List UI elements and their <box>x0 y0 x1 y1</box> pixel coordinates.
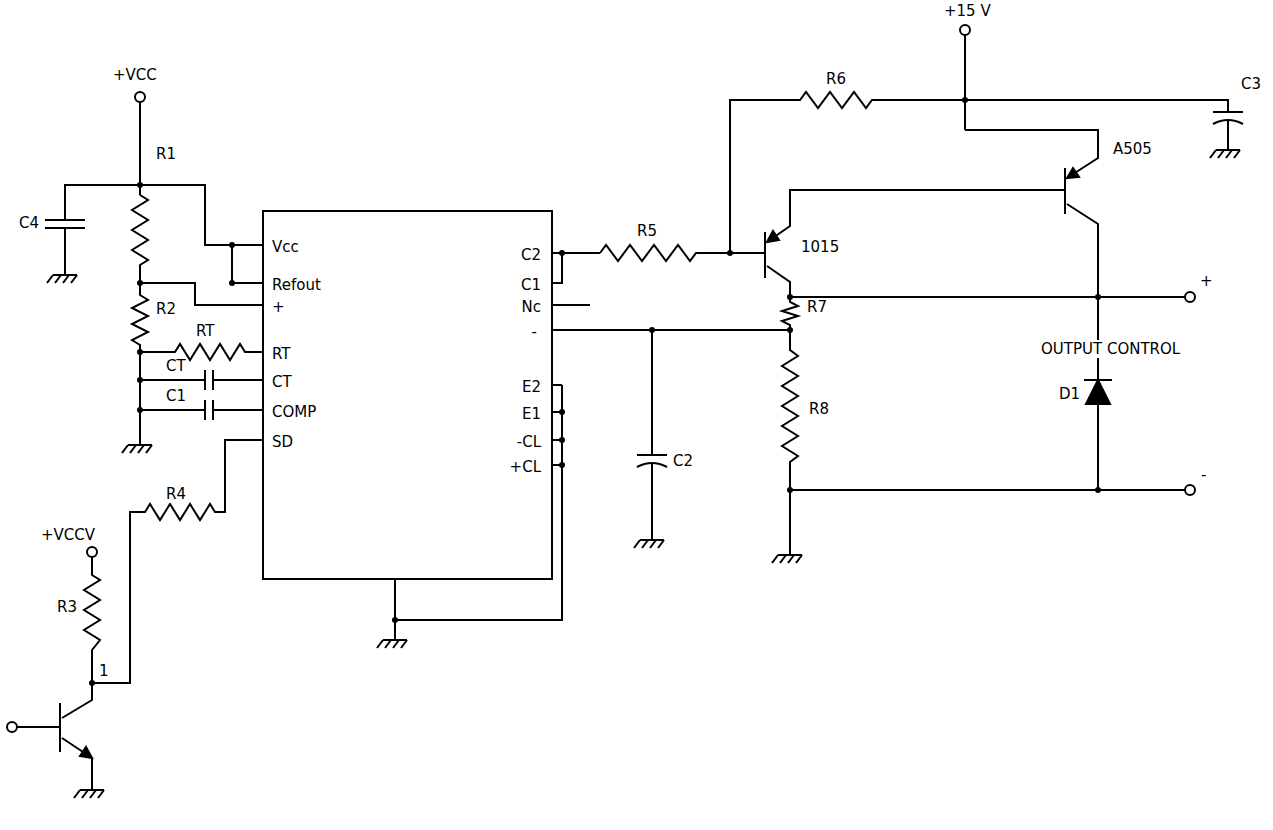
component-label: C3 <box>1240 75 1262 93</box>
pin-name: C1 <box>521 276 541 294</box>
component-label: R7 <box>806 298 828 316</box>
component-label: A505 <box>1112 140 1153 158</box>
pin-name: +CL <box>510 458 541 476</box>
component-label: + <box>1199 272 1214 290</box>
pin-name: E2 <box>522 378 541 396</box>
component-label: R2 <box>155 300 177 318</box>
component-label: +15 V <box>943 2 992 20</box>
pin-name: COMP <box>272 403 316 421</box>
pin-name: E1 <box>522 405 541 423</box>
component-label: +VCCV <box>40 526 96 544</box>
component-label: C1 <box>165 387 187 405</box>
component-label: OUTPUT CONTROL <box>1040 340 1181 358</box>
component-label: R5 <box>636 222 658 240</box>
pin-name: -CL <box>517 433 541 451</box>
component-label: C2 <box>672 452 694 470</box>
pin-name: RT <box>272 345 291 363</box>
component-label: 1015 <box>800 238 840 256</box>
pin-name: C2 <box>521 246 541 264</box>
ic-chip-box: VccRefout + RT CT COMP SD C2C1Nc - E2E1 -CL +CL <box>262 210 553 580</box>
component-label: D1 <box>1058 385 1081 403</box>
component-label: RT <box>195 322 216 340</box>
component-label: R4 <box>165 485 187 503</box>
component-label: R6 <box>825 70 847 88</box>
pin-name: SD <box>272 433 293 451</box>
pin-name: CT <box>272 373 292 391</box>
pin-name: + <box>272 298 285 316</box>
pin-name: Nc <box>522 298 541 316</box>
component-label: R1 <box>155 145 177 163</box>
component-label: CT <box>165 357 187 375</box>
component-label: 1 <box>98 662 110 680</box>
component-label: R8 <box>808 400 830 418</box>
component-label: +VCC <box>112 66 158 84</box>
component-label: - <box>1200 466 1207 484</box>
pin-name: Vcc <box>272 238 299 256</box>
component-label: C4 <box>18 214 40 232</box>
component-label: R3 <box>56 598 78 616</box>
pin-name: Refout <box>272 276 321 294</box>
pin-name: - <box>532 323 537 341</box>
